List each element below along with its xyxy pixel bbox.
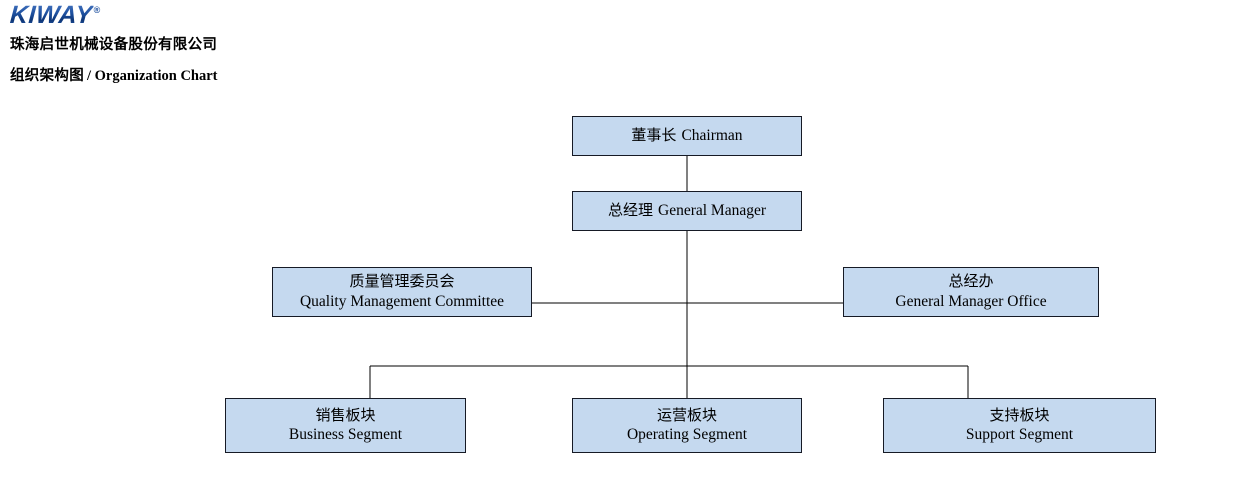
node-support-segment[interactable]: 支持板块 Support Segment — [883, 398, 1156, 453]
page-title: 组织架构图/ Organization Chart — [10, 64, 218, 85]
node-business-segment-label-en: Business Segment — [288, 426, 403, 444]
page-title-cn: 组织架构图 — [10, 68, 84, 84]
node-quality-management-committee-label-en: Quality Management Committee — [299, 292, 505, 310]
node-support-segment-label-en: Support Segment — [965, 426, 1074, 444]
node-general-manager[interactable]: 总经理 General Manager — [572, 191, 802, 231]
node-quality-management-committee-label-cn: 质量管理委员会 — [349, 272, 455, 291]
node-general-manager-office[interactable]: 总经办 General Manager Office — [843, 267, 1099, 317]
node-operating-segment[interactable]: 运营板块 Operating Segment — [572, 398, 802, 453]
node-general-manager-label-cn: 总经理 — [607, 201, 653, 220]
page-header: KIWAY ® 珠海启世机械设备股份有限公司 组织架构图/ Organizati… — [0, 0, 1253, 95]
node-chairman-label-en: Chairman — [681, 127, 743, 145]
node-quality-management-committee[interactable]: 质量管理委员会 Quality Management Committee — [272, 267, 532, 317]
node-chairman[interactable]: 董事长 Chairman — [572, 116, 802, 156]
registered-trademark-icon: ® — [93, 5, 101, 15]
node-support-segment-label-cn: 支持板块 — [989, 405, 1050, 424]
node-general-manager-office-label-cn: 总经办 — [948, 272, 994, 291]
kiway-logo: KIWAY ® — [9, 1, 101, 29]
node-operating-segment-label-en: Operating Segment — [626, 426, 748, 444]
node-operating-segment-label-cn: 运营板块 — [656, 405, 717, 424]
node-chairman-label-cn: 董事长 — [631, 126, 677, 145]
company-name: 珠海启世机械设备股份有限公司 — [10, 37, 218, 53]
page-title-en: / Organization Chart — [87, 68, 218, 84]
node-general-manager-label-en: General Manager — [658, 202, 767, 220]
node-business-segment[interactable]: 销售板块 Business Segment — [225, 398, 466, 453]
node-general-manager-office-label-en: General Manager Office — [895, 292, 1047, 310]
node-business-segment-label-cn: 销售板块 — [315, 405, 376, 424]
